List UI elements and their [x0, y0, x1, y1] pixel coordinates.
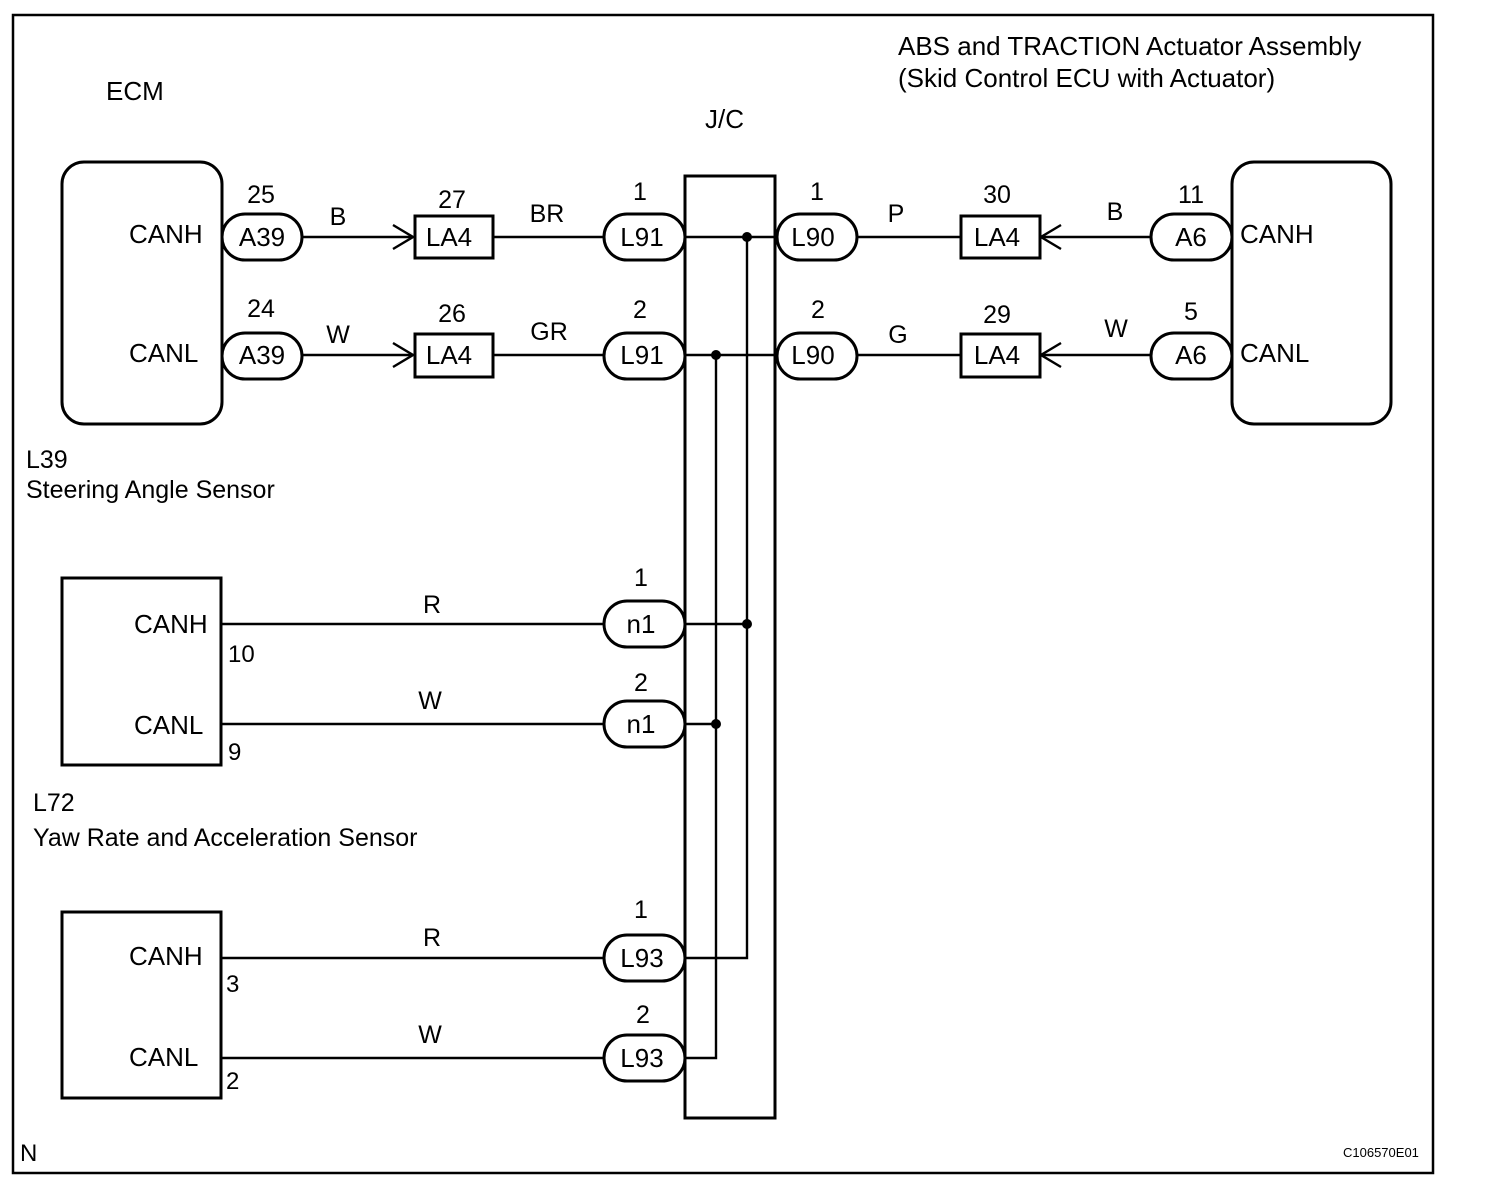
yaw-canh-label: CANH	[129, 941, 203, 971]
la4-abs-canl-box	[959, 332, 1042, 379]
wire-color-yaw-canh: R	[423, 924, 441, 952]
pin-la4-abs-canl: 29	[983, 301, 1011, 329]
la4-abs-canh-box	[959, 214, 1042, 260]
pin-la4-ecm-canl: 26	[438, 300, 466, 328]
ecm-canh-label: CANH	[129, 219, 203, 249]
wire-color-abs-canh: B	[1107, 198, 1124, 226]
pin-ecm-canl: 24	[247, 295, 275, 323]
wire-color-la4-canh: BR	[530, 200, 565, 228]
connector-l93-canl	[602, 1033, 687, 1083]
pin-l93-canl: 2	[636, 1001, 650, 1029]
connector-n1-canh	[602, 599, 687, 649]
jc-canl-vertical	[685, 355, 718, 1060]
connector-l90-canl	[775, 331, 859, 381]
connector-l91-canh	[602, 212, 687, 262]
pin-n1-canh: 1	[634, 564, 648, 592]
connector-a39-canl	[220, 331, 304, 381]
splice-dot-canl-top	[711, 350, 721, 360]
connector-n1-canl	[602, 699, 687, 749]
ecm-title: ECM	[106, 76, 164, 106]
yaw-sensor-id: L72	[33, 789, 75, 817]
yaw-sensor-box	[60, 910, 223, 1100]
connector-a39-canh	[220, 212, 304, 262]
la4-abs-canh-label: LA4	[974, 222, 1020, 252]
steering-sensor-name: Steering Angle Sensor	[26, 476, 275, 504]
jc-canh-vertical	[685, 237, 749, 960]
connector-a6-canh	[1149, 212, 1234, 262]
ecm-box	[60, 160, 224, 426]
steering-canl-label: CANL	[134, 710, 203, 740]
pin-la4-ecm-canh: 27	[438, 186, 466, 214]
yaw-sensor-name: Yaw Rate and Acceleration Sensor	[33, 824, 418, 852]
connector-a6-canh-label: A6	[1175, 222, 1207, 252]
abs-title-line2: (Skid Control ECU with Actuator)	[898, 63, 1275, 93]
connector-l91-canh-label: L91	[620, 222, 663, 252]
la4-abs-canl-label: LA4	[974, 340, 1020, 370]
jc-title: J/C	[705, 104, 744, 134]
wire-color-l90-canh: P	[888, 200, 905, 228]
connector-n1-canh-label: n1	[627, 609, 656, 639]
wire-color-steering-canh: R	[423, 591, 441, 619]
diagram-frame	[11, 13, 1435, 1175]
wire-color-yaw-canl: W	[418, 1021, 442, 1049]
connector-l91-canl	[602, 331, 687, 381]
wire-color-ecm-canh: B	[330, 203, 347, 231]
pin-la4-abs-canh: 30	[983, 181, 1011, 209]
wire-color-abs-canl: W	[1104, 315, 1128, 343]
connector-l90-canl-label: L90	[791, 340, 834, 370]
pin-l91-canh: 1	[633, 178, 647, 206]
steering-canh-label: CANH	[134, 609, 208, 639]
pin-a6-canl: 5	[1184, 298, 1198, 326]
pin-ecm-canh: 25	[247, 181, 275, 209]
connector-l90-canh-label: L90	[791, 222, 834, 252]
wire-color-steering-canl: W	[418, 687, 442, 715]
la4-ecm-canl-box	[413, 332, 495, 379]
splice-dot-canh-mid	[742, 619, 752, 629]
connector-l90-canh	[775, 212, 859, 262]
steering-sensor-id: L39	[26, 446, 68, 474]
connector-l93-canl-label: L93	[620, 1043, 663, 1073]
steering-canl-pin: 9	[228, 739, 241, 766]
abs-canl-label: CANL	[1240, 338, 1309, 368]
connector-l93-canh	[602, 933, 687, 983]
pin-n1-canl: 2	[634, 669, 648, 697]
corner-mark: N	[20, 1140, 37, 1167]
abs-actuator-box	[1230, 160, 1393, 426]
wire-color-l90-canl: G	[888, 321, 907, 349]
junction-connector-box	[683, 174, 777, 1120]
connector-a6-canl-label: A6	[1175, 340, 1207, 370]
pin-a6-canh: 11	[1178, 181, 1204, 209]
la4-ecm-canl-label: LA4	[426, 340, 472, 370]
connector-a39-canh-label: A39	[239, 222, 285, 252]
connector-n1-canl-label: n1	[627, 709, 656, 739]
la4-ecm-canh-box	[413, 214, 495, 260]
pin-l90-canl: 2	[811, 296, 825, 324]
steering-sensor-box	[60, 576, 223, 767]
wire-color-ecm-canl: W	[326, 321, 350, 349]
figure-code: C106570E01	[1343, 1145, 1419, 1160]
connector-a39-canl-label: A39	[239, 340, 285, 370]
connector-l93-canh-label: L93	[620, 943, 663, 973]
wire-color-la4-canl: GR	[530, 318, 568, 346]
splice-dot-canh-top	[742, 232, 752, 242]
pin-l90-canh: 1	[810, 178, 824, 206]
la4-ecm-canh-label: LA4	[426, 222, 472, 252]
connector-a6-canl	[1149, 331, 1234, 381]
yaw-canh-pin: 3	[226, 971, 239, 998]
steering-canh-pin: 10	[228, 641, 255, 668]
ecm-canl-label: CANL	[129, 338, 198, 368]
connector-l91-canl-label: L91	[620, 340, 663, 370]
yaw-canl-pin: 2	[226, 1068, 239, 1095]
yaw-canl-label: CANL	[129, 1042, 198, 1072]
pin-l93-canh: 1	[634, 896, 648, 924]
abs-title-line1: ABS and TRACTION Actuator Assembly	[898, 31, 1361, 61]
abs-canh-label: CANH	[1240, 219, 1314, 249]
splice-dot-canl-mid	[711, 719, 721, 729]
pin-l91-canl: 2	[633, 296, 647, 324]
